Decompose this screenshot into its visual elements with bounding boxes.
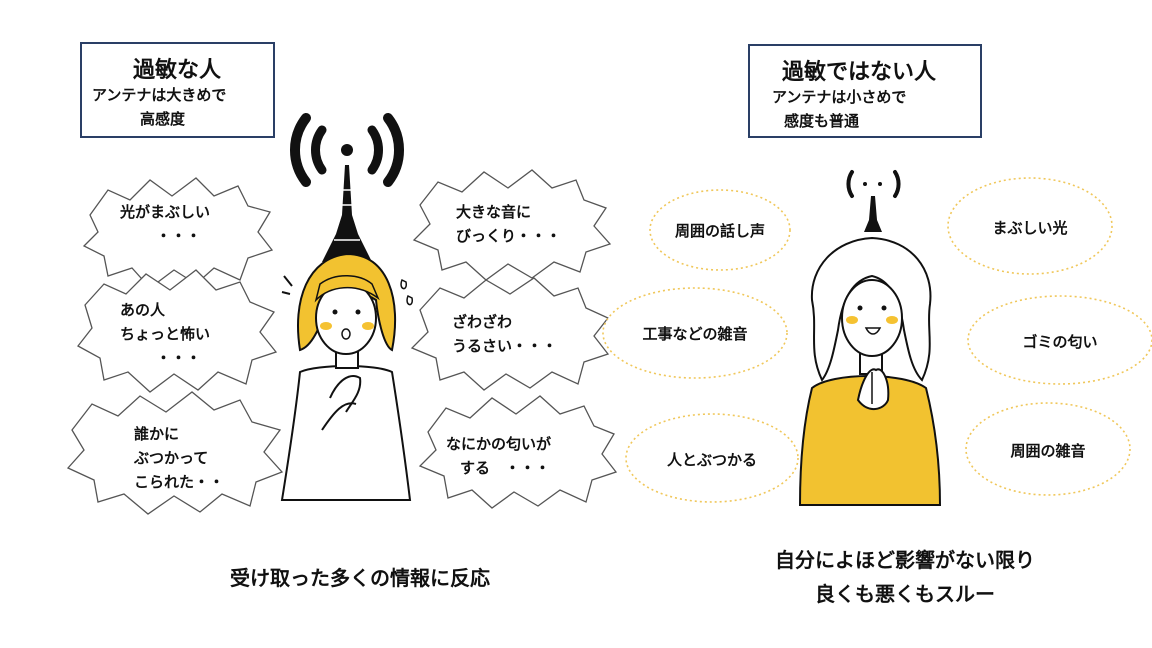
sensitive-person-title: 過敏な人	[133, 58, 222, 83]
oval-bump	[625, 413, 799, 503]
right-caption-line-1: 自分によほど影響がない限り	[775, 548, 1035, 572]
oval-surrounding-noise-text: 周囲の雑音	[1010, 442, 1086, 460]
spiky-bubble-noisy	[410, 277, 610, 391]
big-antenna-icon	[289, 113, 405, 262]
small-antenna-icon	[846, 170, 901, 232]
non-sensitive-person-title: 過敏ではない人	[782, 60, 937, 85]
bubble-line: こられた・・	[134, 473, 225, 491]
bubble-line: ざわざわ	[452, 313, 513, 331]
non-sensitive-person-label: 過敏ではない人 アンテナは小さめで 感度も普通	[748, 44, 982, 138]
sensitive-person-subtitle-1: アンテナは大きめで	[92, 86, 227, 104]
bubble-line: ちょっと怖い	[120, 325, 211, 343]
bubble-smell-text: なにかの匂いが する ・・・	[446, 432, 551, 480]
left-caption: 受け取った多くの情報に反応	[230, 566, 490, 590]
spiky-bubble-loud	[412, 169, 612, 281]
oval-garbage-smell-text: ゴミの匂い	[1022, 333, 1098, 351]
spiky-bubble-bumped	[66, 391, 284, 515]
bubble-line: うるさい・・・	[452, 337, 558, 355]
oval-construction	[602, 287, 788, 379]
bubble-line: 誰かに	[134, 425, 180, 443]
sensitive-person-label: 過敏な人 アンテナは大きめで 高感度	[80, 42, 275, 138]
bubble-line: する ・・・	[460, 459, 551, 477]
bubble-line: なにかの匂いが	[446, 435, 552, 453]
oval-construction-text: 工事などの雑音	[642, 325, 748, 343]
bubble-line: ・・・	[156, 227, 202, 245]
bubble-scary-text: あの人 ちょっと怖い ・・・	[120, 298, 210, 370]
sensitive-woman-illustration	[280, 252, 413, 501]
oval-bright-light-text: まぶしい光	[992, 219, 1068, 237]
bubble-line: ・・・	[156, 349, 202, 367]
bubble-noisy-text: ざわざわ うるさい・・・	[452, 310, 557, 358]
bubble-line: あの人	[120, 301, 166, 319]
non-sensitive-person-subtitle-1: アンテナは小さめで	[772, 88, 907, 106]
spiky-bubble-smell	[418, 395, 618, 509]
bubble-bumped-text: 誰かに ぶつかって こられた・・	[134, 422, 224, 494]
oval-voices-text: 周囲の話し声	[674, 222, 765, 240]
spiky-bubble-bright	[82, 177, 274, 289]
oval-surrounding-noise	[965, 402, 1131, 496]
calm-woman-illustration	[798, 236, 942, 506]
oval-bump-text: 人とぶつかる	[666, 451, 757, 469]
bubble-line: びっくり・・・	[456, 227, 562, 245]
bubble-line: 光がまぶしい	[120, 203, 211, 221]
spiky-bubble-scary	[77, 269, 278, 393]
bubble-bright-text: 光がまぶしい ・・・	[120, 200, 210, 248]
oval-bright-light	[947, 177, 1113, 275]
oval-garbage-smell	[967, 295, 1152, 385]
non-sensitive-person-subtitle-2: 感度も普通	[784, 112, 860, 130]
oval-voices	[649, 189, 791, 271]
bubble-line: ぶつかって	[134, 449, 209, 467]
bubble-loud-text: 大きな音に びっくり・・・	[456, 200, 561, 248]
right-caption-line-2: 良くも悪くもスルー	[815, 582, 995, 606]
bubble-line: 大きな音に	[456, 203, 532, 221]
sensitive-person-subtitle-2: 高感度	[140, 110, 186, 128]
